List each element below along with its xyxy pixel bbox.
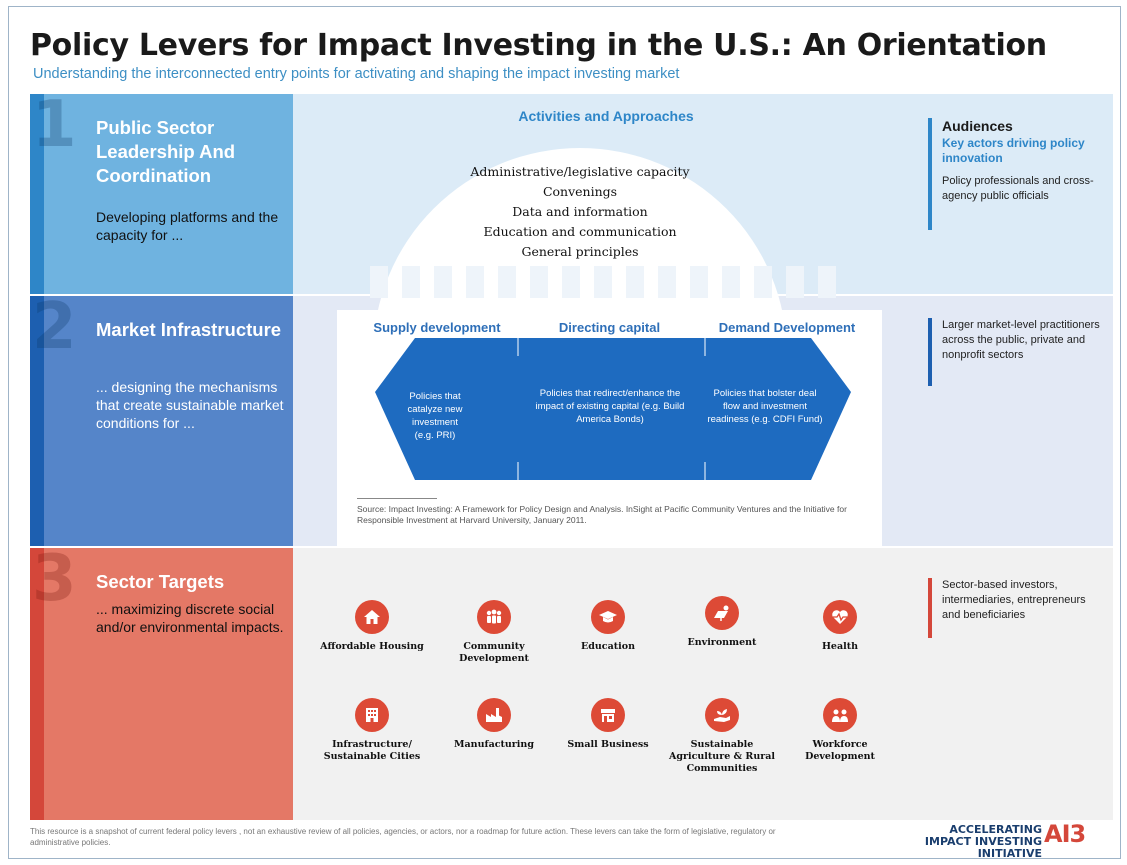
hand-plant-icon — [705, 698, 739, 732]
activity-item: Education and communication — [483, 224, 677, 239]
activities-list: Administrative/legislative capacity Conv… — [430, 162, 730, 262]
sector-label: Education — [581, 641, 635, 652]
row-description: ... maximizing discrete social and/or en… — [96, 601, 284, 635]
page-subtitle: Understanding the interconnected entry p… — [33, 66, 680, 82]
audiences-block: Sector-based investors, intermediaries, … — [928, 578, 1103, 638]
sector-label: Manufacturing — [454, 739, 534, 750]
column-heading-directing: Directing capital — [558, 320, 661, 335]
row-stripe — [30, 94, 44, 294]
sector-infrastructure: Infrastructure/ Sustainable Cities — [317, 698, 427, 763]
sector-label: Affordable Housing — [320, 641, 424, 652]
sector-label: Sustainable Agriculture & Rural Communit… — [668, 739, 776, 774]
source-divider — [357, 498, 437, 499]
sector-label: Small Business — [567, 739, 649, 750]
sector-affordable-housing: Affordable Housing — [317, 600, 427, 653]
house-icon — [355, 600, 389, 634]
row-body — [293, 548, 1113, 820]
market-hexagon — [375, 338, 851, 480]
sector-environment: Environment — [667, 596, 777, 649]
people-icon — [477, 600, 511, 634]
page-title: Policy Levers for Impact Investing in th… — [30, 28, 1047, 63]
audience-row3: Sector-based investors, intermediaries, … — [942, 579, 1086, 621]
storefront-icon — [591, 698, 625, 732]
audiences-heading: Audiences — [942, 118, 1013, 134]
row-stripe — [30, 296, 44, 546]
row-header: 1 Public Sector Leadership And Coordinat… — [30, 88, 293, 294]
row-stripe — [30, 548, 44, 820]
sector-community-development: Community Development — [439, 600, 549, 665]
audiences-block: Larger market-level practitioners across… — [928, 318, 1103, 386]
row-description: ... designing the mechanisms that create… — [96, 379, 284, 431]
sector-label: Workforce Development — [805, 739, 875, 762]
activity-item: Convenings — [542, 184, 618, 199]
activities-heading: Activities and Approaches — [518, 108, 694, 124]
graduation-cap-icon — [591, 600, 625, 634]
activity-item: General principles — [521, 244, 639, 259]
sector-health: Health — [785, 600, 895, 653]
column-heading-supply: Supply development — [373, 320, 501, 335]
row-header: 2 Market Infrastructure ... designing th… — [30, 290, 293, 546]
row-title: Sector Targets — [96, 571, 225, 592]
source-citation: Source: Impact Investing: A Framework fo… — [357, 504, 847, 525]
logo-text: ACCELERATING IMPACT INVESTING INITIATIVE — [924, 823, 1042, 860]
sector-manufacturing: Manufacturing — [439, 698, 549, 751]
sector-small-business: Small Business — [553, 698, 663, 751]
activity-item: Administrative/legislative capacity — [470, 164, 690, 179]
factory-icon — [477, 698, 511, 732]
sector-workforce-development: Workforce Development — [785, 698, 895, 763]
column-text-supply: Policies that catalyze new investment (e… — [407, 391, 463, 441]
row-description: Developing platforms and the capacity fo… — [96, 209, 279, 243]
activity-item: Data and information — [512, 204, 648, 219]
row-sector-targets: 3 Sector Targets ... maximizing discrete… — [30, 542, 1113, 820]
sector-label: Infrastructure/ Sustainable Cities — [323, 739, 421, 762]
row-number: 2 — [32, 290, 77, 364]
sector-label: Health — [821, 641, 859, 652]
logo-mark: AI3 — [1044, 820, 1086, 848]
column-text-directing: Policies that redirect/enhance the impac… — [535, 388, 685, 425]
row-number: 1 — [32, 88, 77, 162]
column-text-demand: Policies that bolster deal flow and inve… — [707, 388, 823, 425]
row-header: 3 Sector Targets ... maximizing discrete… — [30, 542, 293, 820]
audience-row1: Policy professionals and cross-agency pu… — [942, 175, 1094, 202]
heart-pulse-icon — [823, 600, 857, 634]
sector-label: Environment — [687, 637, 757, 648]
audiences-block: Audiences Key actors driving policy inno… — [928, 118, 1103, 230]
row-number: 3 — [32, 542, 77, 616]
footer-note: This resource is a snapshot of current f… — [30, 827, 776, 847]
column-heading-demand: Demand Development — [718, 320, 856, 335]
solar-panel-icon — [705, 596, 739, 630]
audience-row2: Larger market-level practitioners across… — [942, 319, 1100, 361]
sector-sustainable-agriculture: Sustainable Agriculture & Rural Communit… — [667, 698, 777, 775]
sector-education: Education — [553, 600, 663, 653]
sector-label: Community Development — [459, 641, 529, 664]
row-title: Public Sector Leadership And Coordinatio… — [96, 117, 236, 186]
row-title: Market Infrastructure — [96, 319, 282, 340]
workers-icon — [823, 698, 857, 732]
audiences-subheading: Key actors driving policy innovation — [942, 136, 1085, 165]
building-icon — [355, 698, 389, 732]
capitol-columns — [370, 266, 836, 298]
